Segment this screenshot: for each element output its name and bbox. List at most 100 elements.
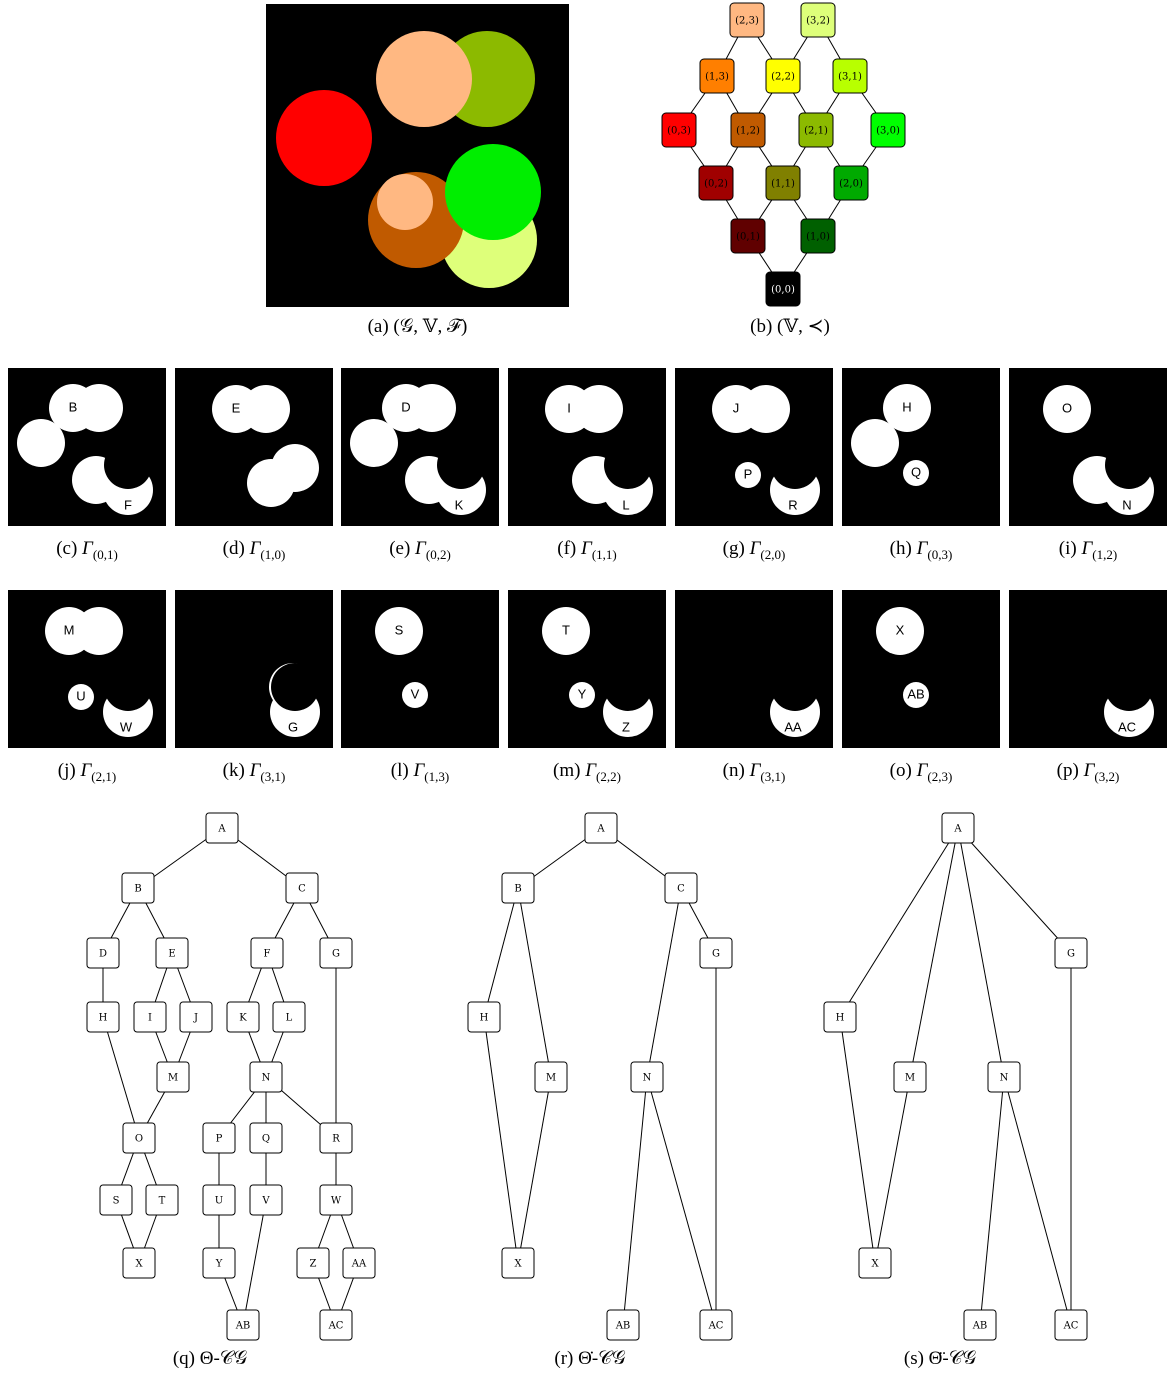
region-label: Z [622, 719, 630, 734]
white-region [271, 444, 319, 492]
thumbnail-i: ON [1009, 368, 1167, 526]
region-label: F [124, 497, 132, 512]
lattice-node: (2,1) [799, 113, 833, 147]
tree-node-label: AB [615, 1321, 631, 1332]
tree-edge [910, 828, 958, 1077]
tree-r: ABCGHMNXABAC [400, 800, 780, 1360]
lattice-node-label: (3,0) [876, 126, 900, 137]
tree-node: F [251, 938, 283, 968]
crescent-cutout [437, 441, 485, 489]
region-label: X [896, 622, 905, 637]
tree-node: Z [297, 1248, 329, 1278]
tree-node-label: G [332, 949, 340, 960]
tree-node-label: M [168, 1073, 178, 1084]
tree-node: N [631, 1062, 663, 1092]
tree-node-label: M [905, 1073, 915, 1084]
thumbnail-l: SV [341, 590, 499, 748]
tree-node: X [502, 1248, 534, 1278]
inner-peach-circle [377, 174, 433, 230]
tree-node-label: Z [310, 1259, 317, 1270]
crescent-cutout [271, 663, 319, 711]
region-label: C [288, 497, 297, 512]
tree-node: N [988, 1062, 1020, 1092]
crescent-cutout [104, 441, 152, 489]
lattice-node-label: (0,2) [704, 179, 728, 190]
region-label: W [120, 719, 133, 734]
tree-node-label: X [135, 1259, 143, 1270]
tree-s-diagram: AGHMNXABAC [780, 800, 1168, 1360]
white-region [408, 384, 456, 432]
tree-node-label: P [216, 1134, 223, 1145]
crescent-cutout [604, 441, 652, 489]
tree-node: AC [320, 1310, 352, 1340]
tree-node: M [535, 1062, 567, 1092]
tree-node-label: W [331, 1196, 342, 1207]
white-region [75, 607, 123, 655]
tree-node: M [157, 1062, 189, 1092]
tree-q-caption: (q) Θ-𝒞𝒢 [130, 1348, 290, 1370]
crescent-cutout [1105, 663, 1153, 711]
lattice-node-label: (2,1) [804, 126, 828, 137]
thumbnail-image: MUW [8, 590, 166, 748]
tree-node-label: AA [351, 1259, 367, 1270]
tree-node: Q [250, 1123, 282, 1153]
thumbnail-o: XAB [842, 590, 1000, 748]
tree-node: H [824, 1002, 856, 1032]
crescent-cutout [1105, 441, 1153, 489]
tree-edge [484, 888, 518, 1017]
tree-edge [103, 1017, 139, 1138]
thumbnail-image: EC [175, 368, 333, 526]
tree-node-label: Q [262, 1134, 270, 1145]
tree-node-label: X [514, 1259, 522, 1270]
tree-node-label: J [193, 1013, 198, 1024]
tree-edge [840, 828, 958, 1017]
tree-node: I [134, 1002, 166, 1032]
tree-node: C [665, 873, 697, 903]
tree-node-label: AB [972, 1321, 988, 1332]
lattice-node-label: (2,0) [839, 179, 863, 190]
thumbnail-image: IL [508, 368, 666, 526]
peach-circle [376, 31, 472, 127]
lattice-node-label: (0,3) [667, 126, 691, 137]
lattice-node: (0,2) [699, 166, 733, 200]
colored-circles-image [266, 4, 569, 307]
tree-node-label: C [677, 884, 685, 895]
tree-node: AB [607, 1310, 639, 1340]
thumbnail-image: TYZ [508, 590, 666, 748]
panel-b-lattice: (2,3)(3,2)(1,3)(2,2)(3,1)(0,3)(1,2)(2,1)… [640, 0, 940, 310]
tree-edge [518, 888, 551, 1077]
tree-edge [840, 1017, 875, 1263]
white-region [575, 385, 623, 433]
tree-node: H [87, 1002, 119, 1032]
lattice-node: (1,3) [700, 59, 734, 93]
tree-node-label: Y [215, 1259, 223, 1270]
region-label: M [64, 622, 75, 637]
region-label: T [562, 622, 570, 637]
tree-node: L [273, 1002, 305, 1032]
tree-node-label: N [643, 1073, 652, 1084]
tree-node: A [585, 813, 617, 843]
tree-node-label: D [99, 949, 107, 960]
tree-s-caption: (s) Θ̈-𝒞𝒢 [860, 1348, 1020, 1370]
region-label: R [788, 497, 797, 512]
tree-node: AB [227, 1310, 259, 1340]
tree-node: U [203, 1185, 235, 1215]
lattice-node-label: (1,2) [736, 126, 760, 137]
region-label: G [288, 719, 298, 734]
region-label: E [232, 400, 241, 415]
tree-node: AC [700, 1310, 732, 1340]
thumbnail-caption: (n) Γ(3,1) [665, 760, 843, 785]
region-label: N [1122, 497, 1131, 512]
lattice-node: (3,2) [801, 3, 835, 37]
tree-node: G [1055, 938, 1087, 968]
thumbnail-caption: (m) Γ(2,2) [498, 760, 676, 785]
thumbnail-caption: (k) Γ(3,1) [165, 760, 343, 785]
lattice-node-label: (1,3) [705, 72, 729, 83]
lattice-node-label: (0,1) [736, 232, 760, 243]
lattice-node: (1,1) [766, 166, 800, 200]
thumbnail-image: ON [1009, 368, 1167, 526]
tree-node-label: R [332, 1134, 340, 1145]
tree-node-label: H [99, 1013, 108, 1024]
